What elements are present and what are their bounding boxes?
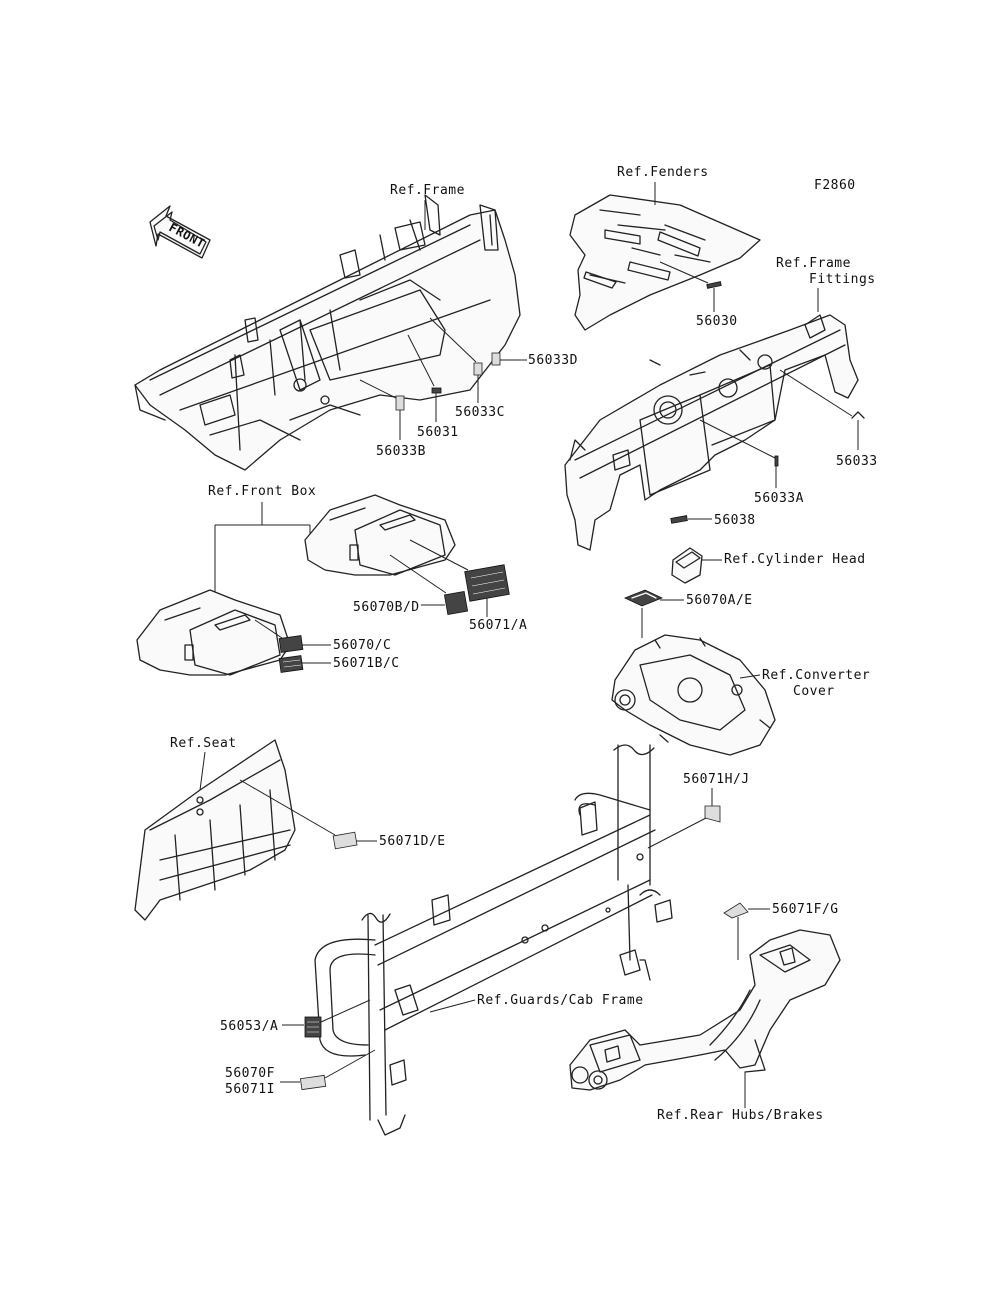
ref-rear-hubs-brakes-label: Ref.Rear Hubs/Brakes — [657, 1108, 824, 1123]
label-56071FG-sticker — [723, 902, 749, 919]
frame-fittings-assembly — [564, 314, 859, 551]
seat-assembly — [134, 739, 296, 921]
part-56071I: 56071I — [225, 1082, 275, 1097]
part-56033: 56033 — [836, 454, 878, 469]
part-56070C: 56070/C — [333, 638, 391, 653]
part-56033B: 56033B — [376, 444, 426, 459]
part-56070BD: 56070B/D — [353, 600, 420, 615]
label-56030-sticker — [706, 281, 722, 289]
frame-assembly — [134, 194, 521, 471]
front-box-upper — [304, 494, 456, 576]
rear-hubs-brakes-assembly — [569, 929, 841, 1091]
part-56033A: 56033A — [754, 491, 804, 506]
cab-frame-assembly — [314, 744, 673, 1136]
label-56070C-sticker — [278, 635, 304, 653]
label-56071A-sticker — [464, 564, 510, 602]
part-56033C: 56033C — [455, 405, 505, 420]
front-box-lower — [136, 589, 291, 676]
label-56053A-sticker — [304, 1016, 322, 1038]
front-direction-arrow-icon: FRONT — [149, 205, 211, 259]
ref-converter-cover-label-1: Ref.Converter — [762, 668, 870, 683]
ref-frame-label: Ref.Frame — [390, 183, 465, 198]
ref-frame-fittings-label-1: Ref.Frame — [776, 256, 851, 271]
ref-front-box-label: Ref.Front Box — [208, 484, 316, 499]
label-56033D-sticker — [491, 352, 501, 366]
label-56070F-sticker — [299, 1074, 327, 1091]
part-56070F: 56070F — [225, 1066, 275, 1081]
ref-guards-cab-frame-label: Ref.Guards/Cab Frame — [477, 993, 644, 1008]
part-56070AE: 56070A/E — [686, 593, 753, 608]
label-56033B-sticker — [395, 395, 405, 411]
label-56070BD-sticker — [443, 590, 469, 616]
part-56071DE: 56071D/E — [379, 834, 446, 849]
ref-fenders-label: Ref.Fenders — [617, 165, 709, 180]
part-56071FG: 56071F/G — [772, 902, 839, 917]
part-56071HJ: 56071H/J — [683, 772, 750, 787]
ref-frame-fittings-label-2: Fittings — [809, 272, 876, 287]
figure-id: F2860 — [814, 178, 856, 193]
cylinder-head-cover — [671, 547, 703, 584]
label-56070AE-sticker — [623, 589, 664, 607]
label-56033A-sticker — [774, 455, 779, 467]
label-56038-sticker — [670, 515, 688, 524]
ref-seat-label: Ref.Seat — [170, 736, 237, 751]
label-56033-sticker — [851, 411, 865, 419]
converter-cover — [611, 634, 776, 756]
label-56033C-sticker — [473, 362, 483, 376]
part-56031: 56031 — [417, 425, 459, 440]
part-56071BC: 56071B/C — [333, 656, 400, 671]
label-56031-sticker — [431, 387, 442, 394]
label-56071BC-sticker — [278, 655, 304, 673]
part-56033D: 56033D — [528, 353, 578, 368]
part-56071A: 56071/A — [469, 618, 527, 633]
part-56053A: 56053/A — [220, 1019, 278, 1034]
label-56071DE-sticker — [332, 831, 358, 850]
ref-converter-cover-label-2: Cover — [793, 684, 835, 699]
fender-assembly — [569, 194, 761, 331]
ref-cylinder-head-label: Ref.Cylinder Head — [724, 552, 866, 567]
part-56038: 56038 — [714, 513, 756, 528]
part-56030: 56030 — [696, 314, 738, 329]
label-56071HJ-sticker — [704, 805, 721, 823]
